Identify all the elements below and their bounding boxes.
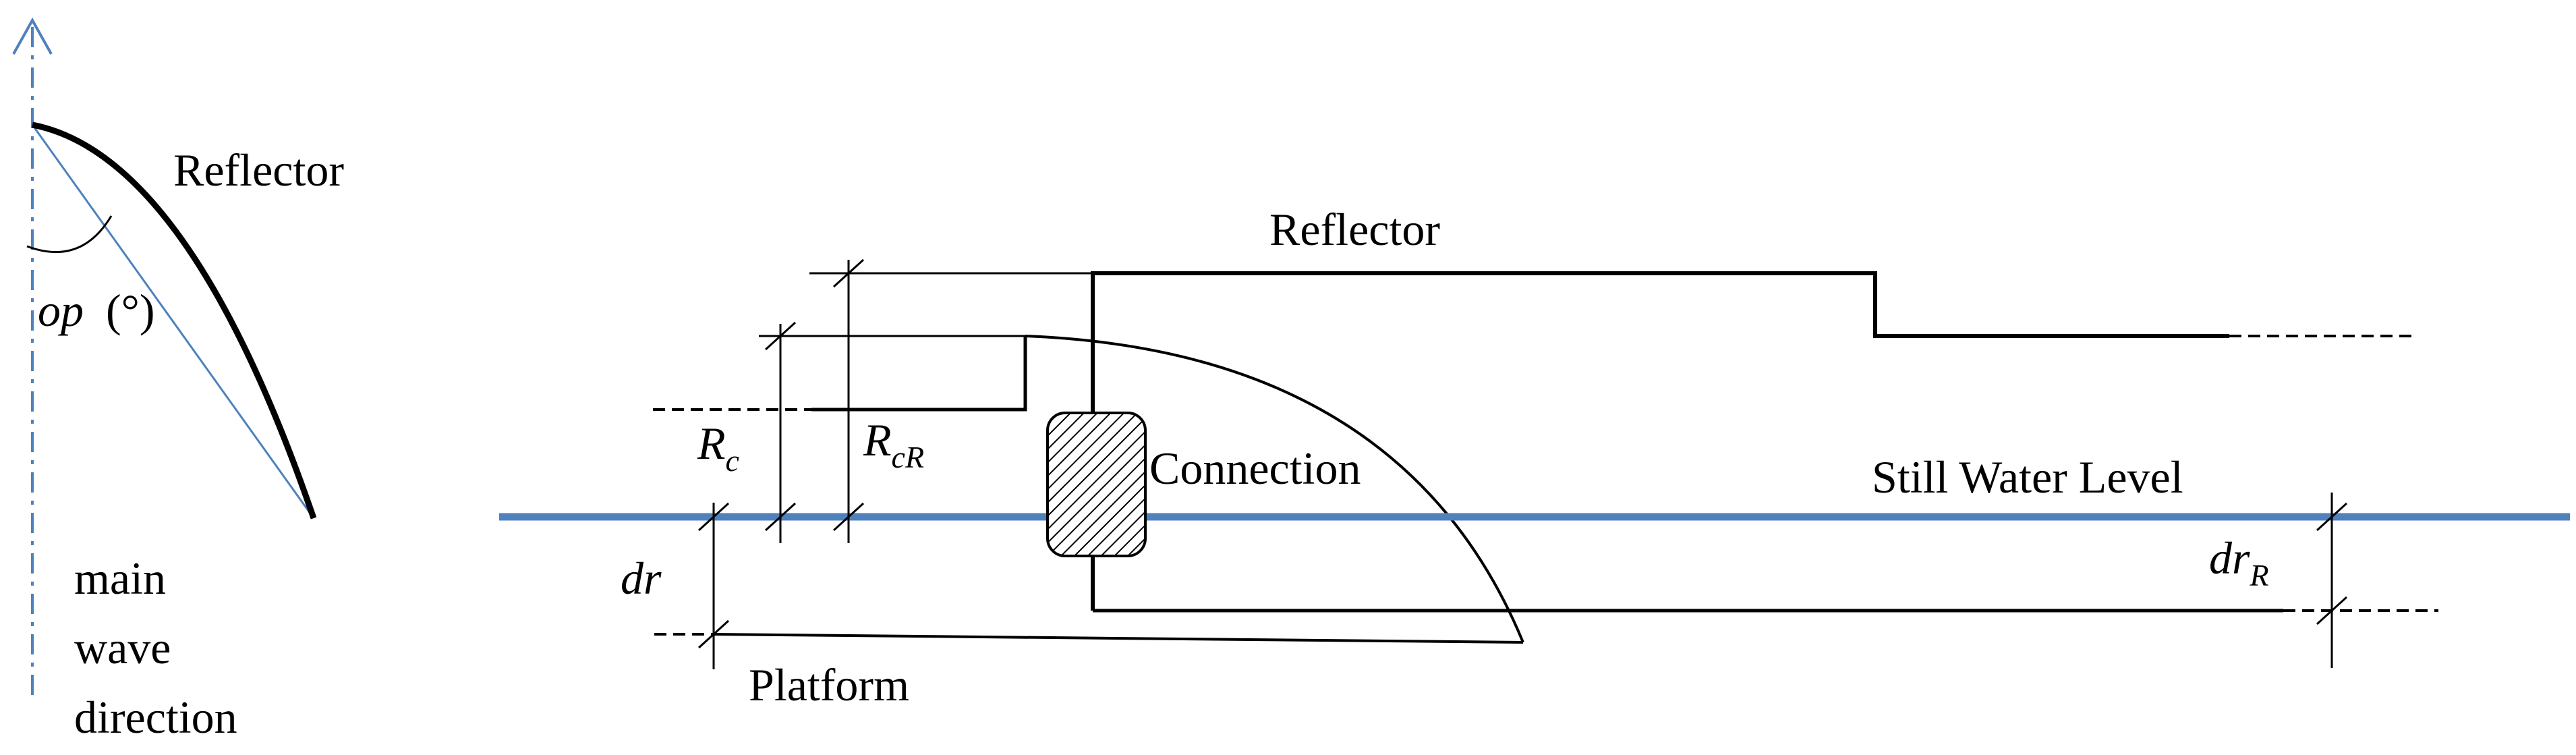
reflector-structure <box>1091 271 2229 611</box>
direction-label-line-1: main <box>74 553 166 604</box>
opening-angle-unit: (°) <box>106 285 154 336</box>
connection-label: Connection <box>1149 443 1361 494</box>
reflector-label: Reflector <box>1269 204 1440 255</box>
left-panel: Reflector op (°) main wave direction <box>12 17 344 743</box>
rc-subscript: c <box>726 443 739 478</box>
drr-dimension <box>2316 493 2348 668</box>
opening-angle-arc <box>26 215 113 254</box>
dr-label: dr <box>621 553 662 604</box>
drr-subscript: R <box>2249 558 2268 592</box>
opening-angle-label: op (°) <box>38 285 154 336</box>
right-panel: Reflector Connection Still Water Level P… <box>499 204 2570 710</box>
rc-dimension <box>759 321 1025 543</box>
platform-curve <box>1025 335 1524 643</box>
direction-label-line-3: direction <box>74 692 237 743</box>
rcr-label: RcR <box>863 414 924 474</box>
left-reflector-label: Reflector <box>173 144 344 196</box>
platform-base-line <box>711 633 1524 644</box>
opening-angle-symbol: op <box>38 285 84 336</box>
reflector-curve <box>32 121 317 520</box>
reflector-chord-line <box>31 124 315 519</box>
connection-block <box>1046 412 1147 557</box>
rc-symbol: R <box>697 418 726 469</box>
rcr-symbol: R <box>863 414 892 466</box>
direction-label-line-2: wave <box>74 622 171 673</box>
rcr-subscript: cR <box>892 440 925 474</box>
dr-dimension <box>697 502 730 669</box>
axis-arrow-icon <box>12 17 53 55</box>
drr-symbol: dr <box>2209 532 2250 584</box>
platform-crest-step <box>811 336 1027 412</box>
rcr-dimension <box>809 258 1093 543</box>
still-water-level-label: Still Water Level <box>1872 451 2183 503</box>
platform-label: Platform <box>749 659 909 710</box>
drr-label: drR <box>2209 532 2269 592</box>
rc-label: Rc <box>697 418 739 478</box>
